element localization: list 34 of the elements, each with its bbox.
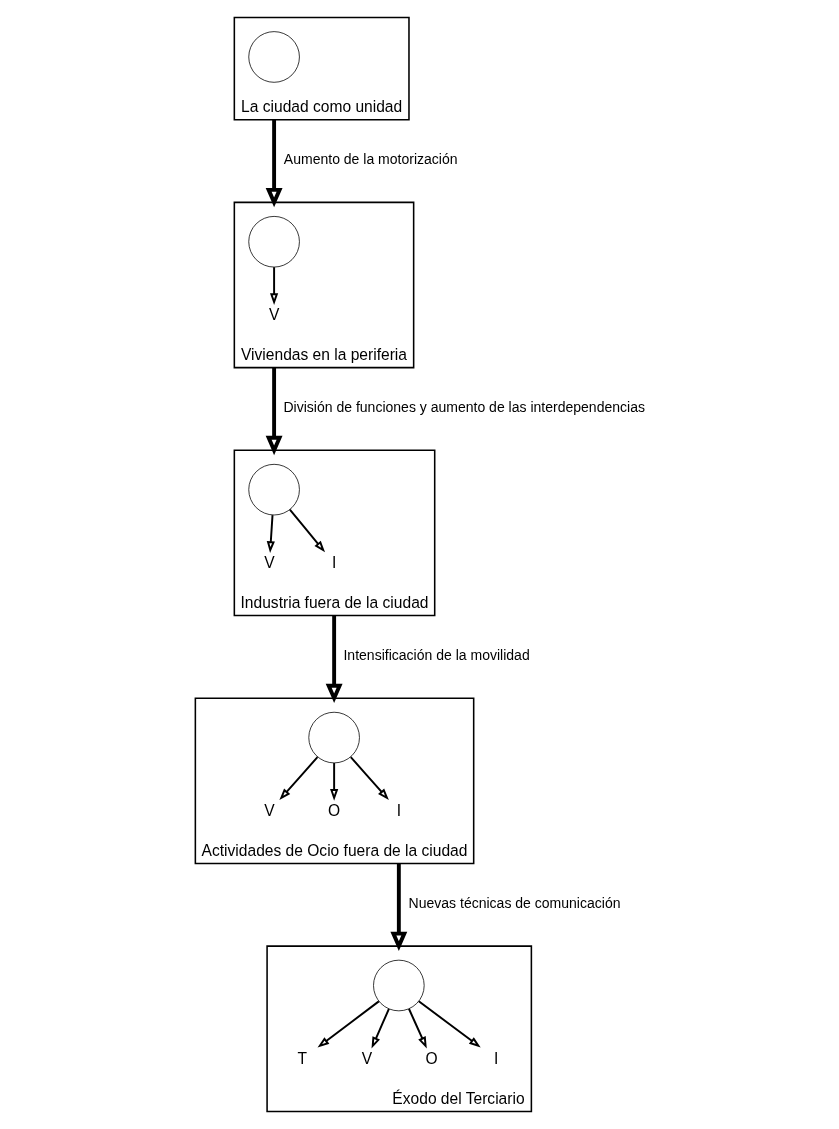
node-circle [248, 463, 300, 516]
node-text: V [264, 801, 275, 819]
edge-label: Intensificación de la movilidad [343, 647, 530, 664]
node-text: V [361, 1049, 373, 1067]
node-circle [248, 216, 300, 268]
node-text: V [264, 554, 275, 572]
edge-label: División de funciones y aumento de las interdependencias [283, 399, 645, 416]
arrow [266, 514, 275, 553]
cluster: La ciudad como unidad [233, 16, 410, 121]
node-circle [373, 959, 425, 1012]
node-text: I [396, 801, 401, 819]
node-circle [248, 31, 300, 83]
arrow [270, 266, 279, 305]
arrow [288, 508, 326, 553]
arrow [279, 756, 319, 801]
arrow [317, 1000, 380, 1048]
arrow [407, 1007, 427, 1049]
arrow [265, 367, 283, 456]
edge-label: Aumento de la motorización [283, 151, 458, 168]
arrow [349, 756, 389, 801]
node-text: T [297, 1049, 307, 1067]
node-circle [308, 711, 360, 764]
node-text: V [268, 306, 280, 324]
arrow [330, 762, 339, 801]
arrow [265, 119, 283, 208]
node-text: I [494, 1049, 499, 1067]
arrow [417, 1000, 481, 1048]
edge-label: Nuevas técnicas de comunicación [408, 895, 621, 912]
node-text: O [425, 1049, 438, 1067]
node-text: O [328, 801, 341, 819]
arrow [371, 1007, 390, 1049]
arrow [325, 615, 343, 704]
node-text: I [331, 554, 337, 572]
arrow [390, 863, 408, 951]
